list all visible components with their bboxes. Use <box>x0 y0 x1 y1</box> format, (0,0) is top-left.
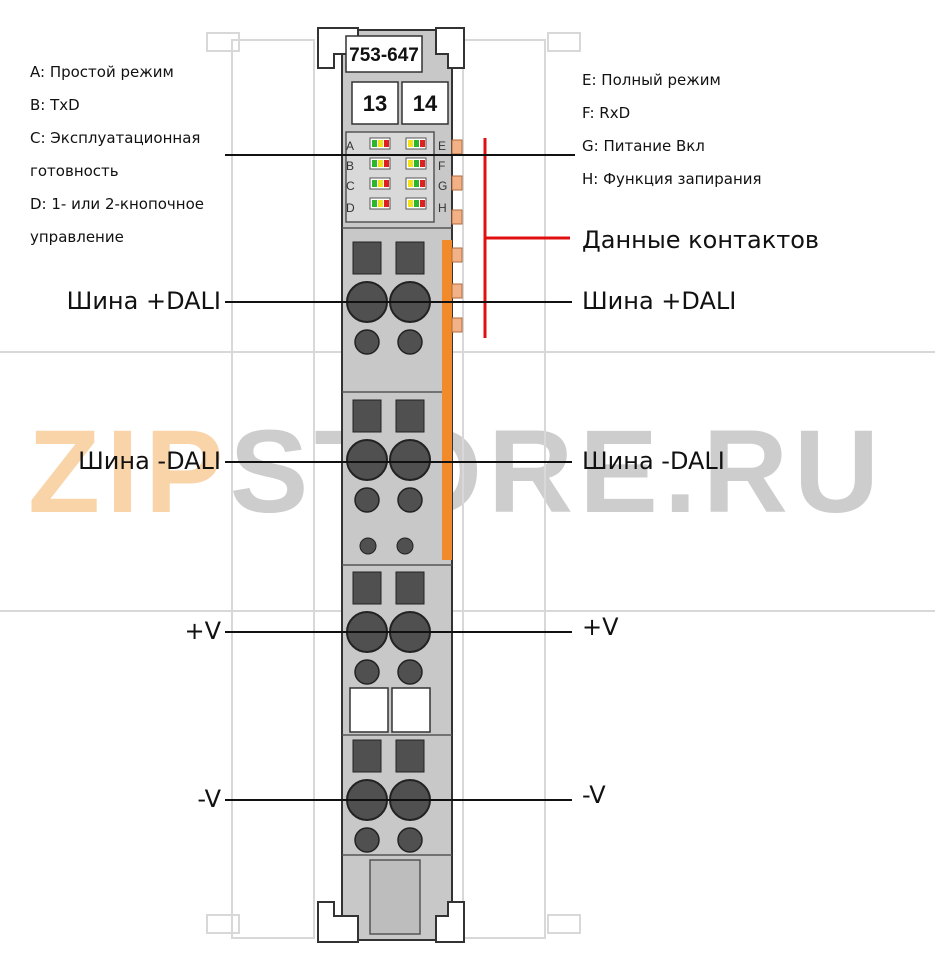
v-minus-test-point-right <box>397 827 423 853</box>
v-minus-test-point-left <box>354 827 380 853</box>
v-minus-release-slot-right <box>395 739 425 773</box>
led-f-segment-2 <box>420 160 425 167</box>
label-dali-plus-right: Шина +DALI <box>582 287 737 315</box>
led-a-segment-2 <box>384 140 389 147</box>
legend-c-cont: готовность <box>30 162 119 180</box>
led-d-segment-0 <box>372 200 377 207</box>
led-b-segment-1 <box>378 160 383 167</box>
ghost-outline <box>0 32 935 939</box>
data-contacts-bracket <box>483 138 570 338</box>
led-d-segment-1 <box>378 200 383 207</box>
label-v-plus-left: +V <box>184 617 221 645</box>
led-b-segment-0 <box>372 160 377 167</box>
dali-minus-test-point-left <box>354 487 380 513</box>
led-f-segment-1 <box>414 160 419 167</box>
led-c-segment-0 <box>372 180 377 187</box>
label-dali-plus-left: Шина +DALI <box>66 287 221 315</box>
small-hole-right <box>396 537 414 555</box>
label-dali-minus-left: Шина -DALI <box>78 447 221 475</box>
v-plus-test-point-right <box>397 659 423 685</box>
led-g-segment-2 <box>420 180 425 187</box>
led-d-segment-2 <box>384 200 389 207</box>
label-v-minus-right: -V <box>582 781 606 809</box>
led-letter-c: C <box>346 179 355 193</box>
led-e-segment-2 <box>420 140 425 147</box>
legend-left: A: Простой режим B: TxD C: Эксплуатацион… <box>30 64 204 262</box>
watermark-part-b: STORE.RU <box>229 406 886 538</box>
led-c-segment-1 <box>378 180 383 187</box>
led-h-segment-2 <box>420 200 425 207</box>
legend-b: B: TxD <box>30 96 80 114</box>
legend-e: E: Полный режим <box>582 71 721 89</box>
led-letter-g: G <box>438 179 447 193</box>
v-minus-release-slot-left <box>352 739 382 773</box>
led-h-segment-1 <box>414 200 419 207</box>
dali-minus-wire-entry-left <box>346 439 388 481</box>
callout-lines <box>225 154 575 801</box>
legend-a: A: Простой режим <box>30 63 174 81</box>
led-e-segment-1 <box>414 140 419 147</box>
legend-g: G: Питание Вкл <box>582 137 705 155</box>
legend-h: H: Функция запирания <box>582 170 762 188</box>
legend-right: E: Полный режим F: RxD G: Питание Вкл H:… <box>582 72 762 204</box>
led-letter-e: E <box>438 139 446 153</box>
led-a-segment-0 <box>372 140 377 147</box>
legend-f: F: RxD <box>582 104 631 122</box>
label-v-plus-right: +V <box>582 613 619 641</box>
small-hole-left <box>359 537 377 555</box>
dali-plus-release-slot-right <box>395 241 425 275</box>
led-b-segment-2 <box>384 160 389 167</box>
led-letter-b: B <box>346 159 354 173</box>
led-g-segment-1 <box>414 180 419 187</box>
label-v-minus-left: -V <box>197 785 221 813</box>
channel-number-right: 14 <box>413 91 438 116</box>
led-g-segment-0 <box>408 180 413 187</box>
dali-minus-release-slot-right <box>395 399 425 433</box>
v-plus-release-slot-right <box>395 571 425 605</box>
model-number: 753-647 <box>349 45 419 66</box>
watermark: ZIPSTORE.RU <box>28 413 918 531</box>
led-array <box>369 137 427 210</box>
led-f-segment-0 <box>408 160 413 167</box>
dali-plus-test-point-right <box>397 329 423 355</box>
led-letter-d: D <box>346 201 355 215</box>
dali-minus-test-point-right <box>397 487 423 513</box>
watermark-part-a: ZIP <box>28 406 230 538</box>
channel-number-left: 13 <box>363 91 387 116</box>
contact-groups <box>346 241 431 853</box>
legend-d-cont: управление <box>30 228 124 246</box>
led-h-segment-0 <box>408 200 413 207</box>
v-plus-test-point-left <box>354 659 380 685</box>
label-dali-minus-right: Шина -DALI <box>582 447 725 475</box>
led-letter-a: A <box>346 139 354 153</box>
led-letter-h: H <box>438 201 447 215</box>
data-contacts-label: Данные контактов <box>582 226 820 254</box>
dali-minus-release-slot-left <box>352 399 382 433</box>
dali-plus-release-slot-left <box>352 241 382 275</box>
led-a-segment-1 <box>378 140 383 147</box>
dali-minus-wire-entry-right <box>389 439 431 481</box>
v-plus-release-slot-left <box>352 571 382 605</box>
legend-d: D: 1- или 2-кнопочное <box>30 195 205 213</box>
dali-plus-test-point-left <box>354 329 380 355</box>
legend-c: C: Эксплуатационная <box>30 129 201 147</box>
led-letter-f: F <box>438 159 445 173</box>
led-c-segment-2 <box>384 180 389 187</box>
led-e-segment-0 <box>408 140 413 147</box>
